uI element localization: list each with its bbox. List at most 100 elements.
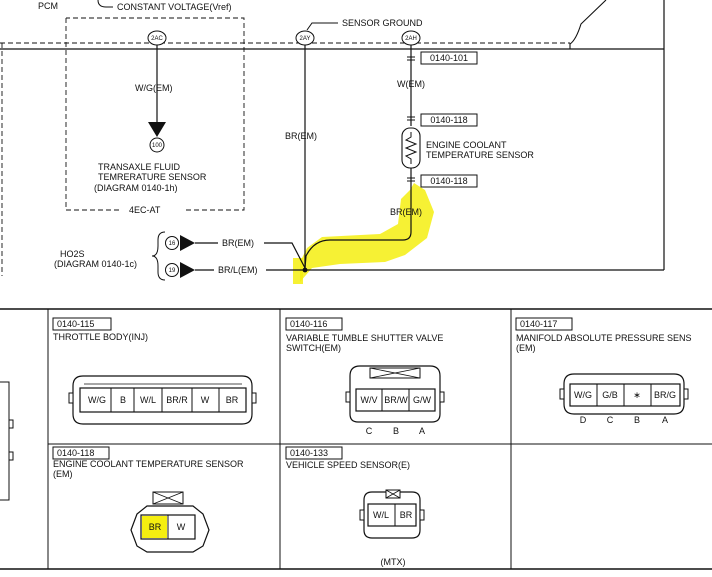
c133-pin-2: BR [400, 510, 413, 520]
terminal-2ah-label: 2AH [405, 36, 417, 42]
ref-101: 0140-101 [430, 53, 468, 63]
c133-insert [367, 503, 417, 527]
ref-118-bottom: 0140-118 [430, 176, 467, 186]
wire-br-sensor-label: BR(EM) [390, 207, 422, 217]
c115-pin-3: W/L [140, 395, 156, 405]
c118-title1: ENGINE COOLANT TEMPERATURE SENSOR [53, 459, 244, 469]
c118-title2: (EM) [53, 469, 73, 479]
terminal-2ac [147, 30, 167, 46]
terminal-16 [165, 236, 179, 250]
terminal-19-label: 19 [169, 268, 176, 274]
c116-lock-cross [369, 367, 421, 379]
terminal-2ay-label: 2AY [300, 36, 311, 42]
c118-pin-2: W [177, 522, 186, 532]
c117-letter-4: A [662, 415, 668, 425]
connector-0140-117: 0140-117 MANIFOLD ABSOLUTE PRESSURE SENS… [515, 317, 692, 425]
c115-pins: W/G B W/L BR/R W BR [88, 388, 239, 412]
c116-letter-1: C [366, 426, 373, 436]
c116-latch-right [439, 391, 445, 403]
ref-box-101 [420, 51, 478, 65]
wire-brl-label: BR/L(EM) [218, 265, 258, 275]
splice-mark-118-top [407, 116, 415, 121]
c116-latch-left [345, 391, 351, 403]
arrow-100 [148, 122, 166, 137]
transaxle-line2: TEMRERATURE SENSOR [98, 172, 207, 182]
ref-box-118-bottom [420, 174, 478, 188]
c117-latch-right [683, 388, 689, 400]
connector-grid [0, 308, 712, 570]
c115-title: THROTTLE BODY(INJ) [53, 332, 148, 342]
c118-pin-1-highlight [142, 516, 167, 538]
ref-box-116 [285, 317, 343, 331]
partial-left-connector [0, 381, 14, 501]
wire-br-ho2s-label: BR(EM) [222, 238, 254, 248]
ref-117: 0140-117 [520, 319, 557, 329]
c133-pin-1: W/L [373, 510, 389, 520]
ect-sensor-line2: TEMPERATURE SENSOR [426, 150, 534, 160]
wire-w-label: W(EM) [397, 79, 425, 89]
c116-letter-3: A [419, 426, 425, 436]
aectat-dashed-box [65, 17, 245, 211]
c116-title1: VARIABLE TUMBLE SHUTTER VALVE [286, 333, 443, 343]
wire-br-return [304, 231, 412, 269]
ho2s-line1: HO2S [60, 249, 85, 259]
ref-115: 0140-115 [57, 319, 94, 329]
splice-mark-118-bottom [407, 177, 415, 182]
ref-116: 0140-116 [290, 319, 327, 329]
wire-br-vertical-label: BR(EM) [285, 131, 317, 141]
ground-leader [306, 22, 338, 31]
c115-pin-6: BR [226, 395, 239, 405]
terminal-2ac-label: 2AC [151, 36, 163, 42]
c117-latch-left [559, 388, 565, 400]
ref-box-118 [52, 446, 110, 460]
c117-letter-3: B [634, 415, 640, 425]
c133-latch-left [359, 509, 365, 521]
connector-0140-116: 0140-116 VARIABLE TUMBLE SHUTTER VALVE S… [285, 317, 445, 436]
ref-box-133 [285, 446, 343, 460]
terminal-16-label: 16 [169, 241, 176, 247]
c117-letter-1: D [580, 415, 587, 425]
terminal-2ah [401, 30, 421, 46]
c116-pin-1: W/V [361, 395, 378, 405]
arrow-19 [180, 262, 195, 278]
splice-mark-101 [407, 56, 415, 61]
ref-118: 0140-118 [57, 448, 94, 458]
c115-pin-1: W/G [88, 395, 106, 405]
terminal-100-label: 100 [152, 143, 163, 149]
arrow-16 [180, 235, 195, 251]
c116-title2: SWITCH(EM) [286, 343, 341, 353]
c115-pin-5: W [201, 395, 210, 405]
c115-latch-left [68, 392, 74, 404]
c117-pin-3: ∗ [633, 390, 641, 400]
ref-box-117 [515, 317, 573, 331]
c133-lock-cross [385, 489, 401, 499]
transaxle-line3: (DIAGRAM 0140-1h) [94, 183, 178, 193]
c115-insert [79, 387, 247, 413]
c115-latch-right [251, 392, 257, 404]
wire-br-ho2s-b [264, 242, 306, 269]
thermistor-icon [404, 132, 418, 164]
terminal-2ay [295, 30, 315, 46]
wire-wg-label: W/G(EM) [135, 83, 173, 93]
pcm-label: PCM [38, 1, 58, 11]
c117-pin-1: W/G [574, 390, 592, 400]
c118-pin-1: BR [149, 522, 162, 532]
c117-pin-2: G/B [602, 390, 618, 400]
c133-latch-right [419, 509, 425, 521]
yellow-highlight [293, 183, 434, 284]
c116-insert [355, 388, 436, 412]
ref-box-118-top [420, 113, 478, 127]
connector-0140-133: 0140-133 VEHICLE SPEED SENSOR(E) W/L BR … [285, 446, 425, 567]
ref-133: 0140-133 [290, 448, 328, 458]
c116-letter-2: B [393, 426, 399, 436]
c116-pin-3: G/W [413, 395, 432, 405]
ho2s-line2: (DIAGRAM 0140-1c) [54, 259, 137, 269]
c116-pin-2: BR/W [384, 395, 408, 405]
transaxle-line1: TRANSAXLE FLUID [98, 162, 181, 172]
c133-title: VEHICLE SPEED SENSOR(E) [286, 460, 410, 470]
connector-0140-118: 0140-118 ENGINE COOLANT TEMPERATURE SENS… [52, 446, 244, 553]
ref-118-top: 0140-118 [430, 115, 467, 125]
vref-leader [97, 0, 113, 8]
terminal-100 [149, 137, 165, 153]
